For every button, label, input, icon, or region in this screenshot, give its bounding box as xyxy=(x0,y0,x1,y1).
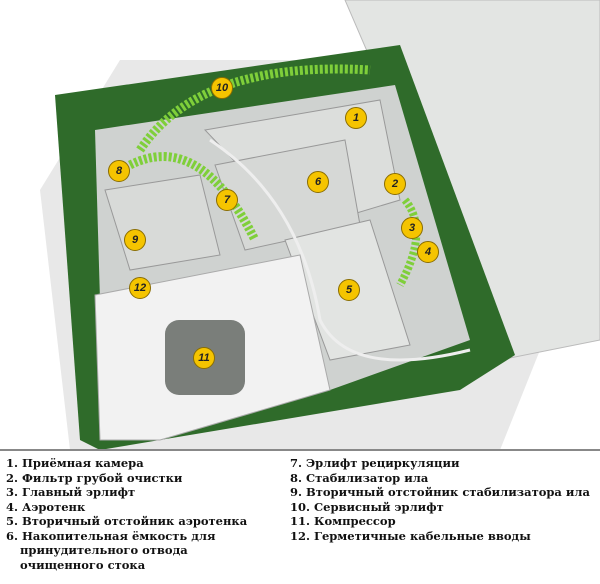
legend-item-continuation: принудительного отвода xyxy=(20,543,188,557)
legend-item: 6. Накопительная ёмкость для xyxy=(6,528,216,543)
air-tubes xyxy=(209,138,471,362)
marker-8: 8 xyxy=(108,160,130,182)
marker-3: 3 xyxy=(401,217,423,239)
legend-item: 11. Компрессор xyxy=(290,514,396,528)
marker-9: 9 xyxy=(124,229,146,251)
marker-10: 10 xyxy=(211,77,233,99)
marker-7: 7 xyxy=(216,189,238,211)
marker-4: 4 xyxy=(417,241,439,263)
legend-item: 7. Эрлифт рециркуляции xyxy=(290,456,460,470)
septic-tank-illustration xyxy=(40,0,600,450)
legend-item: 2. Фильтр грубой очистки xyxy=(6,470,183,485)
marker-6: 6 xyxy=(307,171,329,193)
legend-left: 1. Приёмная камера 2. Фильтр грубой очис… xyxy=(6,456,247,572)
legend-item: 9. Вторичный отстойник стабилизатора ила xyxy=(290,485,590,499)
legend-item: 8. Стабилизатор ила xyxy=(290,470,429,485)
divider xyxy=(0,449,600,451)
legend-item: 5. Вторичный отстойник аэротенка xyxy=(6,514,248,528)
marker-11: 11 xyxy=(193,347,215,369)
marker-2: 2 xyxy=(384,173,406,195)
legend-item-continuation: очищенного стока xyxy=(20,557,146,572)
legend-item: 3. Главный эрлифт xyxy=(6,485,136,499)
marker-1: 1 xyxy=(345,107,367,129)
legend-right: 7. Эрлифт рециркуляции 8. Стабилизатор и… xyxy=(290,456,590,543)
hose-recirculation xyxy=(127,152,260,243)
marker-5: 5 xyxy=(338,279,360,301)
legend-item: 12. Герметичные кабельные вводы xyxy=(290,528,531,543)
legend-item: 10. Сервисный эрлифт xyxy=(290,499,444,514)
marker-12: 12 xyxy=(129,277,151,299)
hose-main xyxy=(396,197,421,287)
legend-item: 1. Приёмная камера xyxy=(6,456,144,470)
legend-item: 4. Аэротенк xyxy=(6,499,86,514)
